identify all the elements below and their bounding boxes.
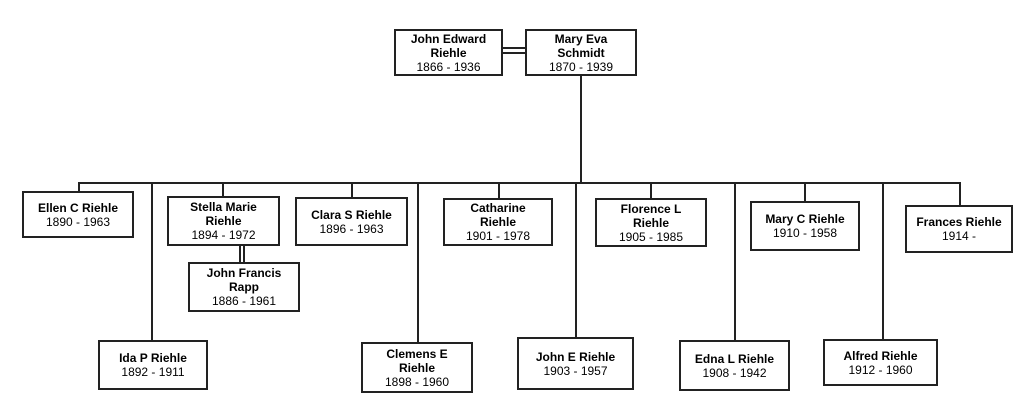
person-years: 1890 - 1963 (45, 214, 111, 229)
person-box-clemens-e-riehle[interactable]: Clemens E Riehle 1898 - 1960 (361, 342, 473, 393)
person-name: Stella Marie Riehle (190, 200, 257, 228)
person-box-ellen-c-riehle[interactable]: Ellen C Riehle 1890 - 1963 (22, 191, 134, 238)
person-name: Mary Eva Schmidt (554, 31, 608, 60)
person-years: 1903 - 1957 (543, 363, 608, 378)
connector-drop-clemens (417, 182, 419, 342)
person-years: 1896 - 1963 (319, 221, 384, 236)
connector-drop-frances (959, 182, 961, 207)
person-name: John Francis Rapp (206, 266, 282, 294)
connector-parents-drop (580, 76, 582, 184)
connector-drop-ida (151, 182, 153, 340)
connector-drop-edna (734, 182, 736, 340)
connector-drop-john-e (575, 182, 577, 339)
person-box-frances-riehle[interactable]: Frances Riehle 1914 - (905, 205, 1013, 253)
connector-drop-ellen (78, 182, 80, 193)
person-box-mary-eva-schmidt[interactable]: Mary Eva Schmidt 1870 - 1939 (525, 29, 637, 76)
stella-rapp-marriage-line-right (243, 245, 245, 263)
person-box-alfred-riehle[interactable]: Alfred Riehle 1912 - 1960 (823, 339, 938, 386)
person-name: John E Riehle (535, 349, 616, 364)
person-box-clara-s-riehle[interactable]: Clara S Riehle 1896 - 1963 (295, 197, 408, 246)
person-box-edna-l-riehle[interactable]: Edna L Riehle 1908 - 1942 (679, 340, 790, 391)
connector-drop-mary-c (804, 182, 806, 203)
person-box-ida-p-riehle[interactable]: Ida P Riehle 1892 - 1911 (98, 340, 208, 390)
person-name: Clemens E Riehle (386, 346, 448, 375)
connector-drop-stella (222, 182, 224, 198)
person-name: Frances Riehle (916, 215, 1002, 229)
person-box-catharine-riehle[interactable]: Catharine Riehle 1901 - 1978 (443, 198, 553, 246)
person-years: 1912 - 1960 (848, 362, 913, 377)
person-name: Alfred Riehle (843, 348, 918, 363)
connector-drop-clara (351, 182, 353, 199)
person-box-stella-marie-riehle[interactable]: Stella Marie Riehle 1894 - 1972 (167, 196, 280, 246)
person-name: Edna L Riehle (694, 351, 775, 366)
person-years: 1905 - 1985 (618, 229, 684, 244)
person-years: 1894 - 1972 (191, 228, 256, 242)
person-years: 1908 - 1942 (702, 365, 767, 380)
marriage-double-line-top (501, 47, 525, 49)
person-years: 1892 - 1911 (121, 365, 185, 379)
person-box-florence-l-riehle[interactable]: Florence L Riehle 1905 - 1985 (595, 198, 707, 247)
person-years: 1901 - 1978 (465, 229, 531, 243)
person-years: 1870 - 1939 (548, 59, 614, 74)
connector-drop-alfred (882, 182, 884, 339)
person-box-john-francis-rapp[interactable]: John Francis Rapp 1886 - 1961 (188, 262, 300, 312)
person-name: Catharine Riehle (470, 201, 526, 229)
person-name: John Edward Riehle (410, 31, 487, 60)
person-years: 1866 - 1936 (416, 59, 481, 74)
person-name: Ellen C Riehle (37, 200, 119, 215)
stella-rapp-marriage-line-left (239, 245, 241, 263)
person-years: 1914 - (941, 229, 977, 243)
person-years: 1886 - 1961 (211, 294, 277, 308)
person-box-mary-c-riehle[interactable]: Mary C Riehle 1910 - 1958 (750, 201, 860, 251)
connector-drop-florence (650, 182, 652, 200)
person-years: 1910 - 1958 (772, 226, 838, 240)
person-box-john-e-riehle[interactable]: John E Riehle 1903 - 1957 (517, 337, 634, 390)
person-name: Mary C Riehle (765, 212, 845, 226)
marriage-double-line-bottom (501, 52, 525, 54)
person-name: Clara S Riehle (311, 207, 392, 222)
person-name: Ida P Riehle (119, 351, 187, 365)
connector-sibling-rail (78, 182, 961, 184)
person-years: 1898 - 1960 (384, 374, 450, 389)
person-box-john-edward-riehle[interactable]: John Edward Riehle 1866 - 1936 (394, 29, 503, 76)
connector-drop-catharine (498, 182, 500, 200)
person-name: Florence L Riehle (620, 201, 682, 230)
